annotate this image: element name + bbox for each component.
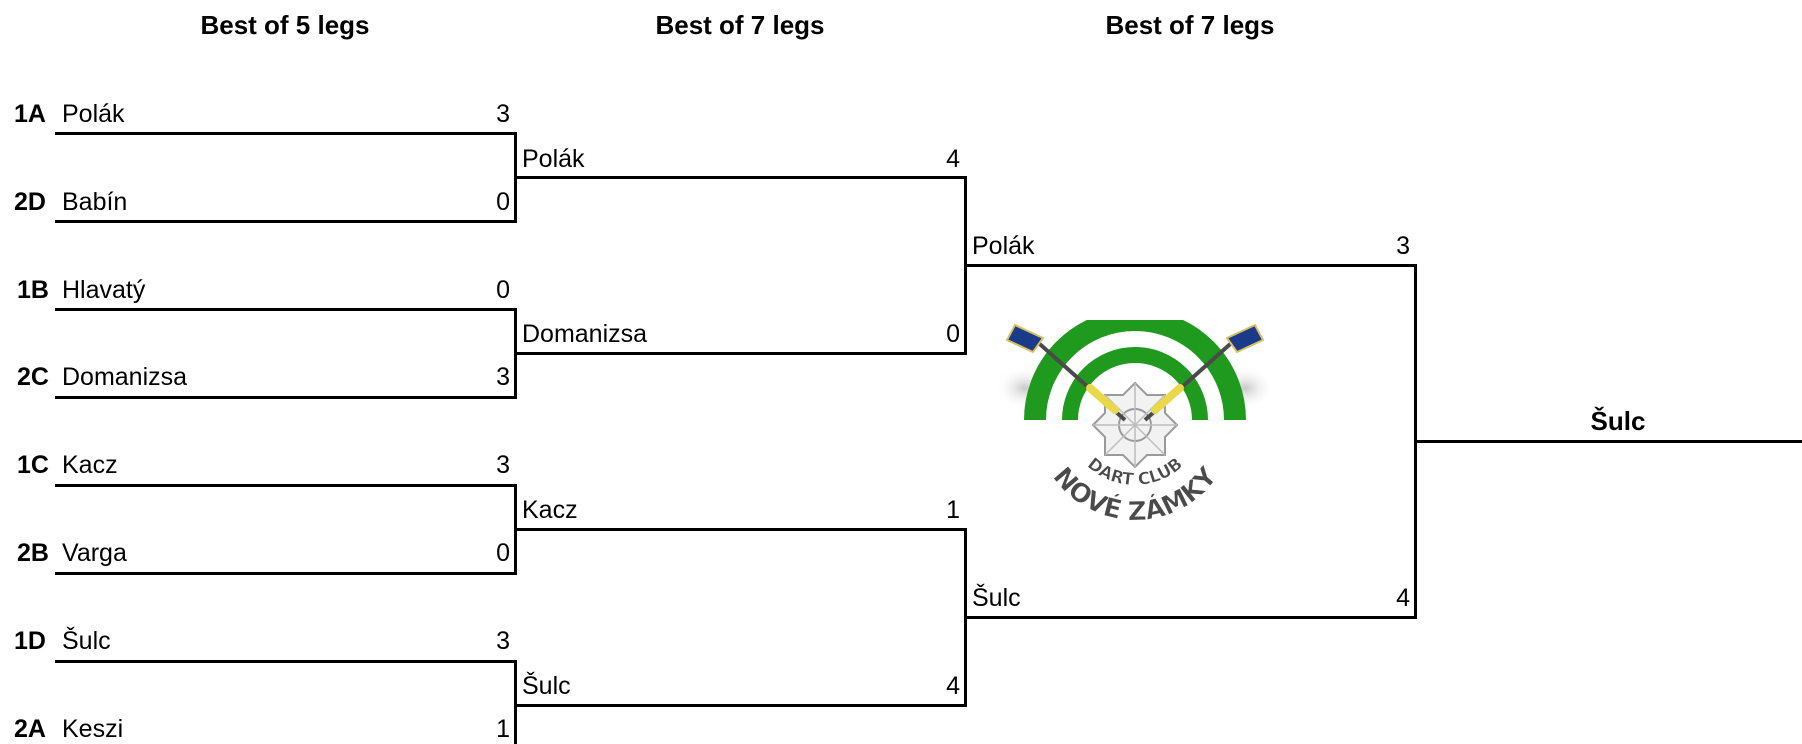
bracket-line (514, 176, 967, 179)
seed-label: 2D (14, 188, 46, 216)
player-name: Šulc (972, 584, 1021, 612)
bracket-line (55, 396, 517, 399)
logo-outer-ring (1024, 320, 1246, 421)
seed-label: 1A (14, 100, 46, 128)
player-name: Varga (62, 539, 127, 567)
player-score: 4 (946, 145, 960, 173)
player-score: 0 (496, 188, 510, 216)
logo-inner-ring (1062, 347, 1208, 421)
bracket-line (55, 132, 517, 135)
round3-header: Best of 7 legs (1105, 10, 1275, 40)
player-score: 4 (946, 672, 960, 700)
player-name: Hlavatý (62, 276, 146, 304)
bracket-line (55, 660, 517, 663)
seed-label: 1D (14, 627, 46, 655)
bracket-line (964, 264, 1417, 267)
player-score: 0 (496, 539, 510, 567)
champion-name: Šulc (1590, 406, 1646, 436)
player-score: 0 (496, 276, 510, 304)
player-name: Kacz (522, 496, 578, 524)
champion-line (1414, 440, 1802, 443)
player-score: 1 (946, 496, 960, 524)
player-score: 1 (496, 715, 510, 743)
player-name: Polák (972, 232, 1035, 260)
player-name: Šulc (62, 627, 111, 655)
player-score: 3 (1396, 232, 1410, 260)
dart-left-icon (1005, 323, 1127, 422)
dart-right-icon (1143, 323, 1265, 422)
player-name: Domanizsa (62, 363, 188, 391)
bracket-line (55, 572, 517, 575)
player-name: Polák (62, 100, 125, 128)
bracket-line (514, 528, 967, 531)
player-name: Polák (522, 145, 585, 173)
bracket-line (55, 484, 517, 487)
bracket-line (514, 704, 967, 707)
player-name: Domanizsa (522, 320, 648, 348)
seed-label: 2A (14, 715, 46, 743)
player-score: 3 (496, 363, 510, 391)
round2-header: Best of 7 legs (655, 10, 825, 40)
seed-label: 2C (17, 363, 49, 391)
bracket-line (514, 352, 967, 355)
seed-label: 1B (17, 276, 49, 304)
player-score: 0 (946, 320, 960, 348)
player-score: 3 (496, 451, 510, 479)
logo-emblem (1091, 381, 1179, 469)
seed-label: 1C (17, 451, 49, 479)
bracket-connector (514, 660, 517, 744)
player-score: 4 (1396, 584, 1410, 612)
player-name: Keszi (62, 715, 124, 743)
player-name: Šulc (522, 672, 571, 700)
seed-label: 2B (17, 539, 49, 567)
bracket-line (55, 220, 517, 223)
player-score: 3 (496, 100, 510, 128)
dart-club-logo: DART CLUB NOVÉ ZÁMKY (995, 320, 1275, 527)
bracket-line (964, 616, 1417, 619)
player-score: 3 (496, 627, 510, 655)
bracket-line (55, 308, 517, 311)
player-name: Kacz (62, 451, 118, 479)
player-name: Babín (62, 188, 128, 216)
round1-header: Best of 5 legs (200, 10, 370, 40)
